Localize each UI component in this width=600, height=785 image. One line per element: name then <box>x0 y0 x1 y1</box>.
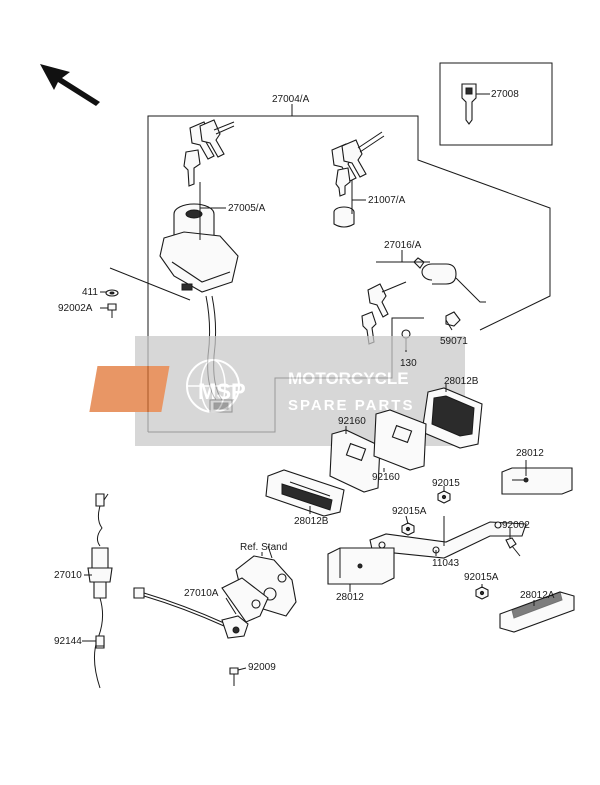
reflector-28012-right <box>501 467 573 495</box>
label-92015: 92015 <box>432 478 460 489</box>
clamp-92144 <box>95 635 105 647</box>
key-inset-box <box>439 62 553 146</box>
label-92009: 92009 <box>248 662 276 673</box>
label-27010: 27010 <box>54 570 82 581</box>
label-27016A: 27016/A <box>384 240 422 251</box>
watermark-line-2: SPARE PARTS <box>288 397 414 414</box>
label-411: 411 <box>82 287 98 298</box>
label-92160-a: 92160 <box>338 416 366 427</box>
reflector-28012B-top <box>421 387 483 449</box>
label-21007A: 21007/A <box>368 195 406 206</box>
nut-92015A-bottom <box>475 586 489 600</box>
reflector-28012A <box>499 591 575 633</box>
part-labels: 27004/A 27008 27005/A 21007/A 27016/A 41… <box>54 89 555 673</box>
label-27004A: 27004/A <box>272 94 310 105</box>
screw-92009 <box>229 667 239 686</box>
ignition-keys-right <box>331 131 385 228</box>
bracket-plate-92160-a <box>329 429 381 493</box>
watermark-logo-badge <box>89 366 170 412</box>
label-28012-right: 28012 <box>516 448 544 459</box>
reflector-28012B-left <box>265 469 345 517</box>
seat-lock-assembly <box>361 257 486 350</box>
washer-bolt-left <box>105 289 119 318</box>
watermark-logo-text: MSP <box>198 379 246 404</box>
label-28012B-left: 28012B <box>294 516 329 527</box>
label-92002A: 92002A <box>58 303 93 314</box>
side-stand-switch-27010 <box>87 493 113 689</box>
label-92015A-top: 92015A <box>392 506 427 517</box>
reflector-28012-bottom <box>327 547 395 585</box>
label-27005A: 27005/A <box>228 203 266 214</box>
nut-92015A-top <box>401 522 415 536</box>
label-92002: 92002 <box>502 520 530 531</box>
side-stand-switch-cable-27010A <box>133 587 249 639</box>
label-28012: 28012 <box>336 592 364 603</box>
label-92160-b: 92160 <box>372 472 400 483</box>
label-130: 130 <box>400 358 417 369</box>
ignition-keys-left <box>183 119 235 187</box>
bracket-plate-92160-b <box>373 409 427 471</box>
label-27010A: 27010A <box>184 588 219 599</box>
bolt-92002 <box>505 537 521 557</box>
leader-lines <box>82 93 535 671</box>
front-direction-arrow-icon <box>40 64 100 106</box>
nut-92015 <box>437 490 451 504</box>
label-27008: 27008 <box>491 89 519 100</box>
label-11043: 11043 <box>432 558 460 569</box>
watermark: MSP MOTORCYCLE SPARE PARTS <box>89 336 465 446</box>
label-28012A: 28012A <box>520 590 555 601</box>
label-28012B-top: 28012B <box>444 376 479 387</box>
label-92015A-bottom: 92015A <box>464 572 499 583</box>
watermark-line-1: MOTORCYCLE <box>288 369 409 388</box>
side-stand-reference <box>221 545 297 623</box>
label-ref-stand: Ref. Stand <box>240 542 287 553</box>
label-59071: 59071 <box>440 336 468 347</box>
label-92144: 92144 <box>54 636 82 647</box>
